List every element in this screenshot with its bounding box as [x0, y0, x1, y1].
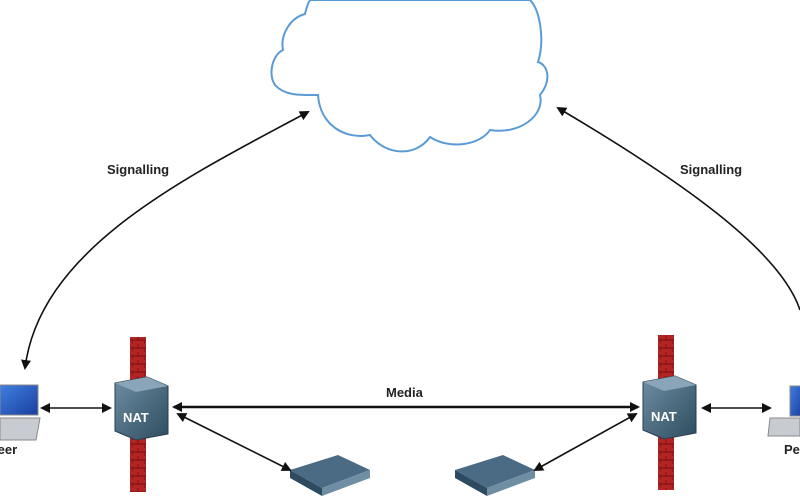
peer-label-left: Peer — [0, 442, 18, 457]
relay-arrow-left — [176, 413, 292, 471]
relay-arrow-right — [533, 413, 638, 471]
signalling-label-right: Signalling — [680, 162, 743, 177]
peer-label-right: Peer — [784, 442, 800, 457]
signalling-arrow-right — [556, 106, 800, 311]
media-label: Media — [386, 385, 423, 400]
nat-label-right: NAT — [651, 409, 677, 424]
relay-server-right — [455, 455, 535, 496]
signalling-server-cloud — [270, 0, 549, 153]
relay-server-left — [290, 455, 370, 496]
nat-device-right: NAT — [642, 375, 697, 440]
peer-laptop-right — [767, 385, 800, 437]
signalling-arrow-left — [21, 111, 310, 370]
nat-label-left: NAT — [123, 410, 149, 425]
signalling-label-left: Signalling — [107, 162, 170, 177]
peer-laptop-left — [0, 384, 41, 441]
nat-device-left: NAT — [114, 376, 169, 441]
